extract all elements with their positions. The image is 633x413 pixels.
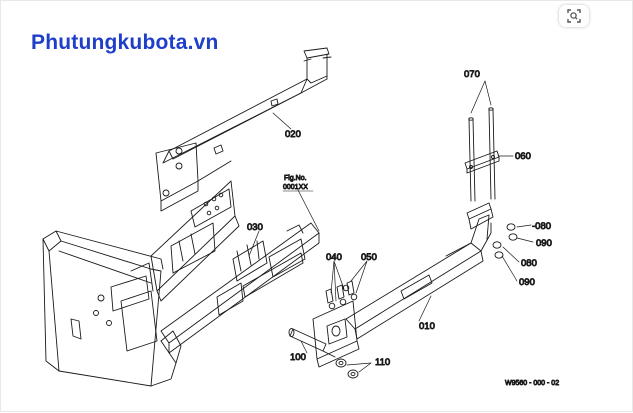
figure-ref-line1: Fig.No. <box>284 175 307 182</box>
washers-080-090 <box>492 223 518 259</box>
label-030: 030 <box>247 222 263 233</box>
label-010: 010 <box>419 321 435 332</box>
lens-search-icon <box>567 9 581 23</box>
lens-search-button[interactable] <box>559 5 589 27</box>
label-090-upper: 090 <box>536 238 552 249</box>
label-020: 020 <box>285 129 301 140</box>
plate-060 <box>464 150 500 174</box>
rods-070 <box>468 107 496 202</box>
pin-100 <box>288 328 336 358</box>
lower-arm-010 <box>345 202 494 340</box>
lower-bar-030 <box>160 222 320 354</box>
label-100: 100 <box>290 352 306 363</box>
drawing-code: W9560 - 000 - 02 <box>505 380 559 387</box>
label-090-lower: 090 <box>519 277 535 288</box>
label-070: 070 <box>464 69 480 80</box>
leader-lines <box>248 80 534 373</box>
upper-arm-020 <box>155 47 332 212</box>
mount-bracket <box>312 280 360 368</box>
gusset-plates <box>97 180 240 312</box>
label-080-lower: 080 <box>521 258 537 269</box>
label-110: 110 <box>375 357 390 368</box>
nuts-110 <box>335 358 359 379</box>
figure-ref-line2: 0001XX <box>283 184 308 191</box>
main-frame <box>42 230 182 387</box>
label-080-upper: -080 <box>532 221 551 232</box>
brand-watermark: Phutungkubota.vn <box>31 31 219 54</box>
label-060: 060 <box>515 151 531 162</box>
label-050: 050 <box>361 252 377 263</box>
label-040: 040 <box>326 252 342 263</box>
